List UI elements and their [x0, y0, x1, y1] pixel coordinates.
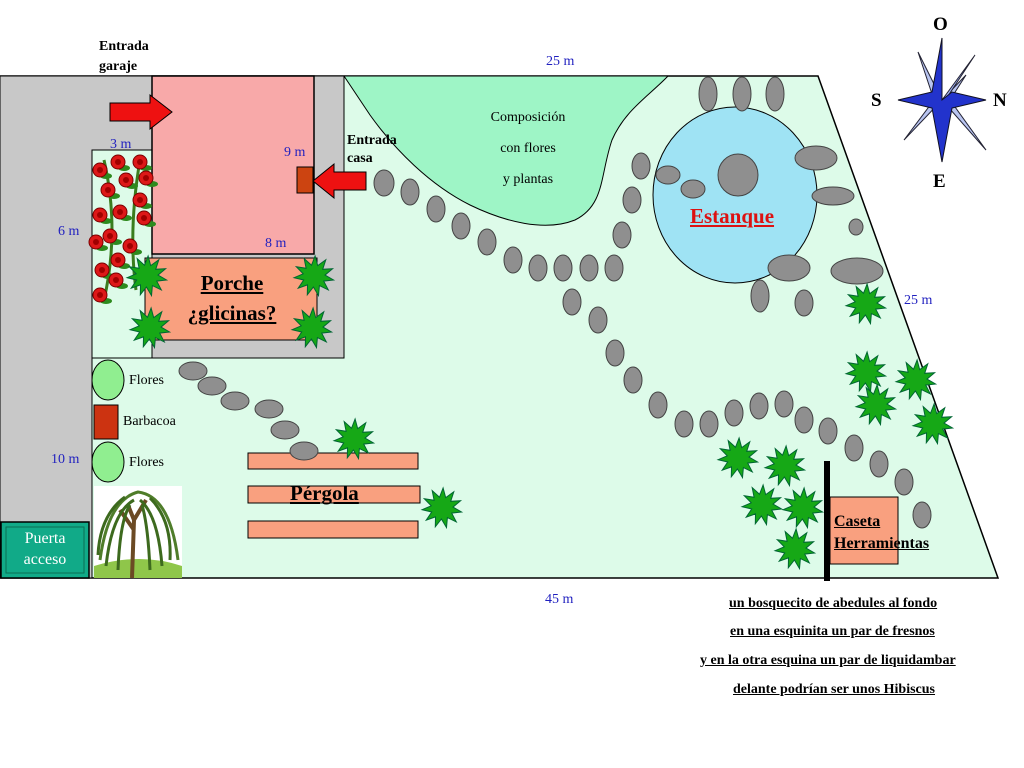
house-width-dimension: 3 m	[110, 137, 132, 152]
bottom-dimension: 45 m	[545, 592, 574, 607]
porch-label: Porche¿glicinas?	[187, 271, 277, 325]
garage-arrow	[109, 93, 173, 131]
compass-south-label: S	[871, 90, 882, 111]
pergola-beam-3	[247, 520, 419, 539]
flowerbed-upper	[91, 359, 125, 401]
house-left-dimension: 6 m	[58, 224, 80, 239]
shed-wall	[824, 461, 830, 581]
house-entry-arrow	[312, 162, 367, 200]
house	[151, 75, 315, 255]
barbecue	[93, 404, 119, 440]
pond-label: Estanque	[690, 204, 775, 228]
house-right-dimension: 9 m	[284, 145, 306, 160]
gate	[0, 521, 90, 579]
note-line-4: delante podrían ser unos Hibiscus	[733, 682, 936, 697]
compass-east-label: E	[933, 171, 946, 192]
pergola-label: Pérgola	[290, 481, 359, 505]
gate-inner	[5, 526, 85, 574]
note-line-3: y en la otra esquina un par de liquidamb…	[700, 653, 956, 668]
compass-rose-icon	[897, 37, 987, 163]
flowerbed-lower	[91, 441, 125, 483]
flower-composition	[343, 75, 670, 226]
lower-left-dimension: 10 m	[51, 452, 80, 467]
tool-shed	[829, 496, 899, 565]
top-dimension: 25 m	[546, 54, 575, 69]
shrubs	[125, 254, 955, 571]
flowers-upper-label: Flores	[129, 373, 164, 388]
house-door	[296, 166, 314, 194]
stepping-stones	[178, 76, 932, 529]
rose-bush	[88, 154, 158, 304]
compass-west-label: O	[933, 14, 948, 35]
pergola-beam-2	[247, 485, 421, 504]
porch	[144, 257, 318, 341]
note-line-2: en una esquinita un par de fresnos	[730, 624, 935, 639]
porch-dimension: 8 m	[265, 236, 287, 251]
willow-tree	[94, 486, 182, 579]
note-line-1: un bosquecito de abedules al fondo	[729, 596, 938, 611]
right-dimension: 25 m	[904, 293, 933, 308]
barbecue-label: Barbacoa	[123, 414, 176, 429]
pergola-beam-1	[247, 452, 419, 470]
flowers-lower-label: Flores	[129, 455, 164, 470]
compass-north-label: N	[993, 90, 1007, 111]
